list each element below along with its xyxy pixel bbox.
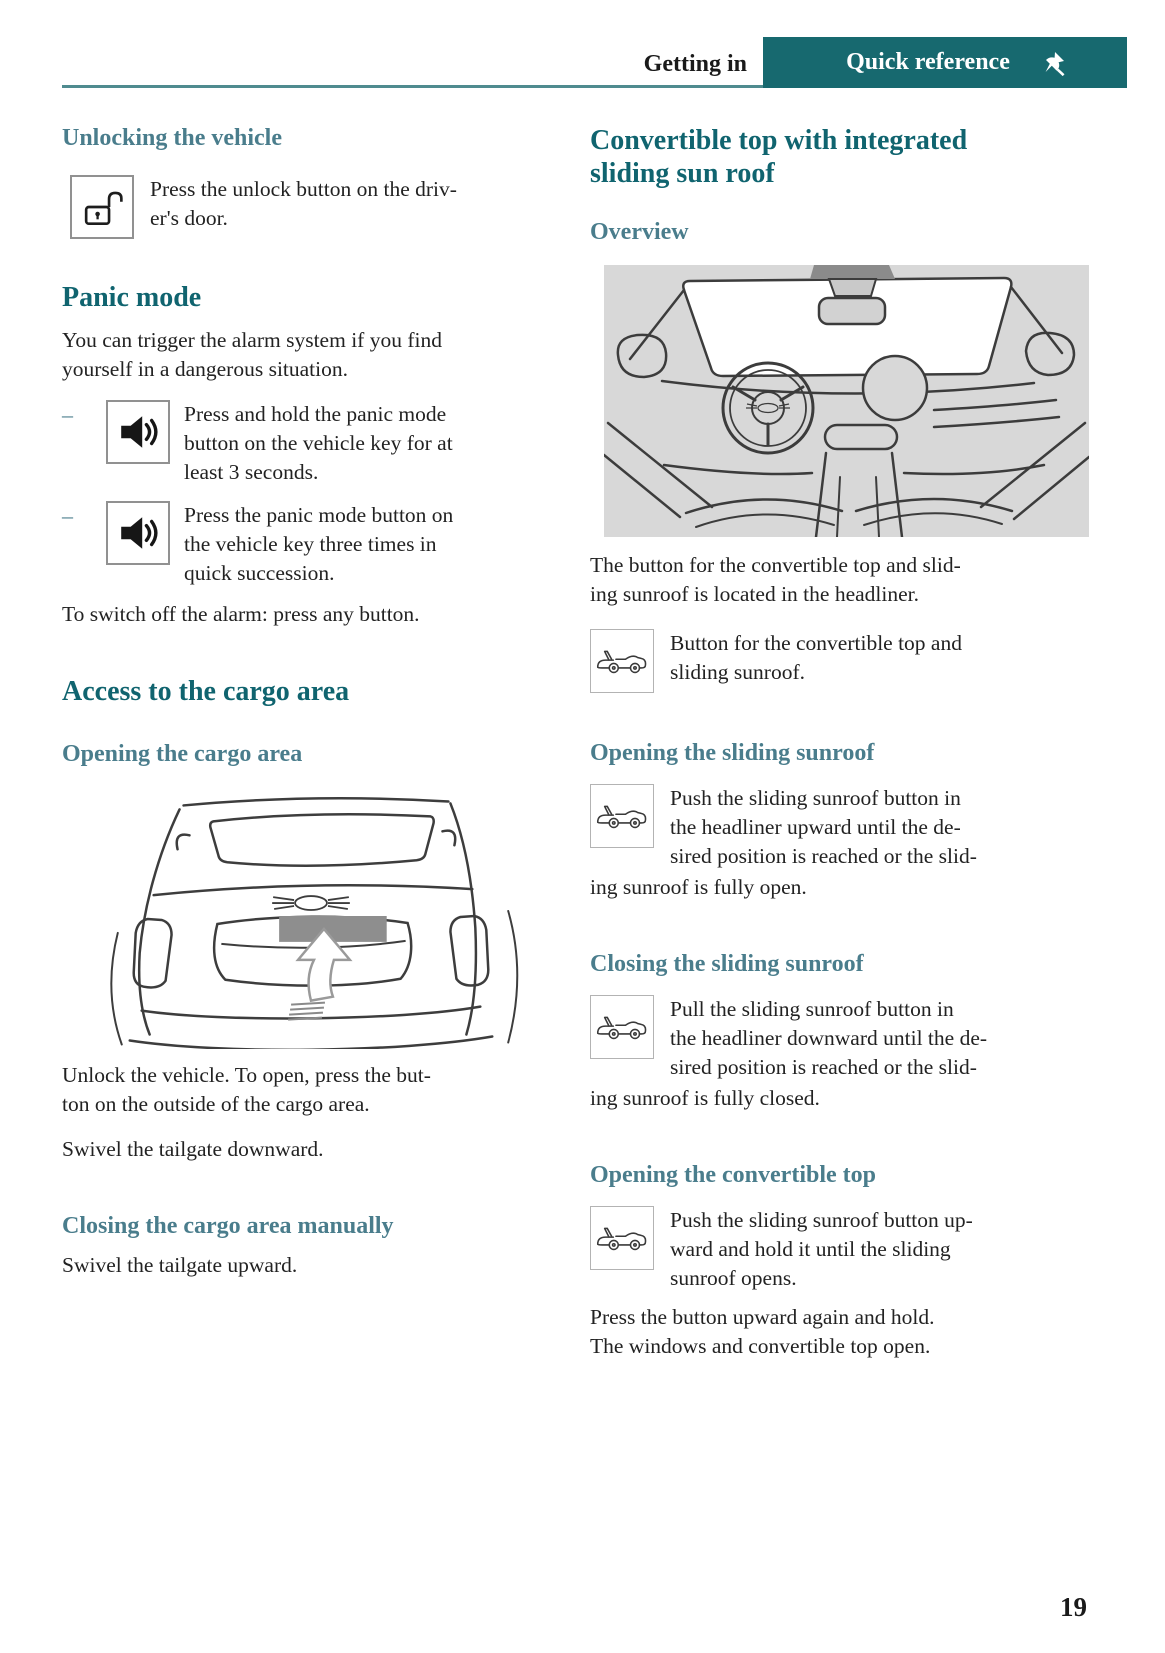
cargo-open-text-2: Swivel the tailgate downward. — [62, 1137, 324, 1161]
cargo-area-heading: Access to the cargo area — [62, 676, 350, 707]
opening-top-text: Push the sliding sunroof button up- ward… — [670, 1208, 973, 1290]
convertible-button-caption: Button for the convertible top and slidi… — [670, 631, 962, 684]
page-header: Getting in Quick reference — [0, 0, 1165, 88]
convertible-car-icon — [590, 1206, 654, 1270]
closing-sunroof-text: Pull the sliding sunroof button in the h… — [670, 997, 988, 1079]
bullet-dash: – — [62, 402, 73, 427]
tailgate-button-highlight — [279, 916, 387, 942]
closing-sunroof-cont: ing sunroof is fully closed. — [590, 1086, 820, 1110]
overview-text: The button for the convertible top and s… — [590, 553, 961, 606]
opening-top-row: Push the sliding sunroof button up- ward… — [590, 1206, 1103, 1293]
opening-sunroof-text: Push the sliding sunroof button in the h… — [670, 786, 977, 868]
open-direction-arrow — [295, 927, 353, 1003]
bullet-dash: – — [62, 503, 73, 528]
opening-sunroof-heading: Opening the sliding sunroof — [590, 740, 875, 766]
interior-overview-illustration — [604, 265, 1089, 537]
page-content: Unlocking the vehicle Press the unlock b… — [0, 88, 1165, 1361]
mini-logo — [272, 895, 350, 911]
quick-reference-tab[interactable]: Quick reference — [763, 37, 1127, 88]
unlock-instruction-row: Press the unlock button on the driv- er'… — [62, 175, 560, 239]
cargo-open-text-1: Unlock the vehicle. To open, press the b… — [62, 1063, 431, 1116]
panic-mode-heading: Panic mode — [62, 282, 202, 313]
opening-top-heading: Opening the convertible top — [590, 1162, 876, 1188]
panic-bullet-1-text: Press and hold the panic mode button on … — [184, 402, 453, 484]
overview-heading: Overview — [590, 219, 689, 245]
mini-logo — [746, 402, 790, 414]
right-column: Convertible top with integrated sliding … — [590, 88, 1103, 1361]
panic-bullet-2-text: Press the panic mode button on the vehic… — [184, 503, 454, 585]
quick-reference-label: Quick reference — [846, 49, 1010, 75]
header-rule — [62, 85, 1127, 88]
convertible-car-icon — [590, 995, 654, 1059]
opening-sunroof-cont: ing sunroof is fully open. — [590, 875, 807, 899]
panic-bullet-1: – Press and hold the panic mode button o… — [62, 400, 560, 487]
pushpin-icon — [1040, 50, 1066, 76]
convertible-button-row: Button for the convertible top and slidi… — [590, 629, 1103, 693]
page-number: 19 — [1060, 1592, 1087, 1622]
headliner-button-highlight — [810, 265, 895, 279]
chapter-label: Getting in — [643, 51, 747, 77]
left-column: Unlocking the vehicle Press the unlock b… — [62, 88, 560, 1361]
panic-intro: You can trigger the alarm system if you … — [62, 328, 442, 381]
opening-cargo-heading: Opening the cargo area — [62, 741, 303, 767]
convertible-top-heading: Convertible top with integrated sliding … — [590, 125, 968, 189]
cargo-area-illustration — [110, 797, 519, 1049]
closing-cargo-heading: Closing the cargo area manually — [62, 1213, 394, 1239]
panic-outro: To switch off the alarm: press any butto… — [62, 602, 420, 626]
speaker-alarm-icon — [106, 501, 170, 565]
unlock-text: Press the unlock button on the driv- er'… — [150, 177, 457, 230]
opening-top-extra: Press the button upward again and hold. … — [590, 1305, 935, 1358]
cargo-close-text: Swivel the tailgate upward. — [62, 1253, 298, 1277]
closing-sunroof-heading: Closing the sliding sunroof — [590, 951, 864, 977]
closing-sunroof-row: Pull the sliding sunroof button in the h… — [590, 995, 1103, 1082]
panic-bullet-2: – Press the panic mode button on the veh… — [62, 501, 560, 588]
unlocking-heading: Unlocking the vehicle — [62, 125, 282, 151]
convertible-car-icon — [590, 784, 654, 848]
unlock-icon — [70, 175, 134, 239]
convertible-car-icon — [590, 629, 654, 693]
speaker-alarm-icon — [106, 400, 170, 464]
opening-sunroof-row: Push the sliding sunroof button in the h… — [590, 784, 1103, 871]
